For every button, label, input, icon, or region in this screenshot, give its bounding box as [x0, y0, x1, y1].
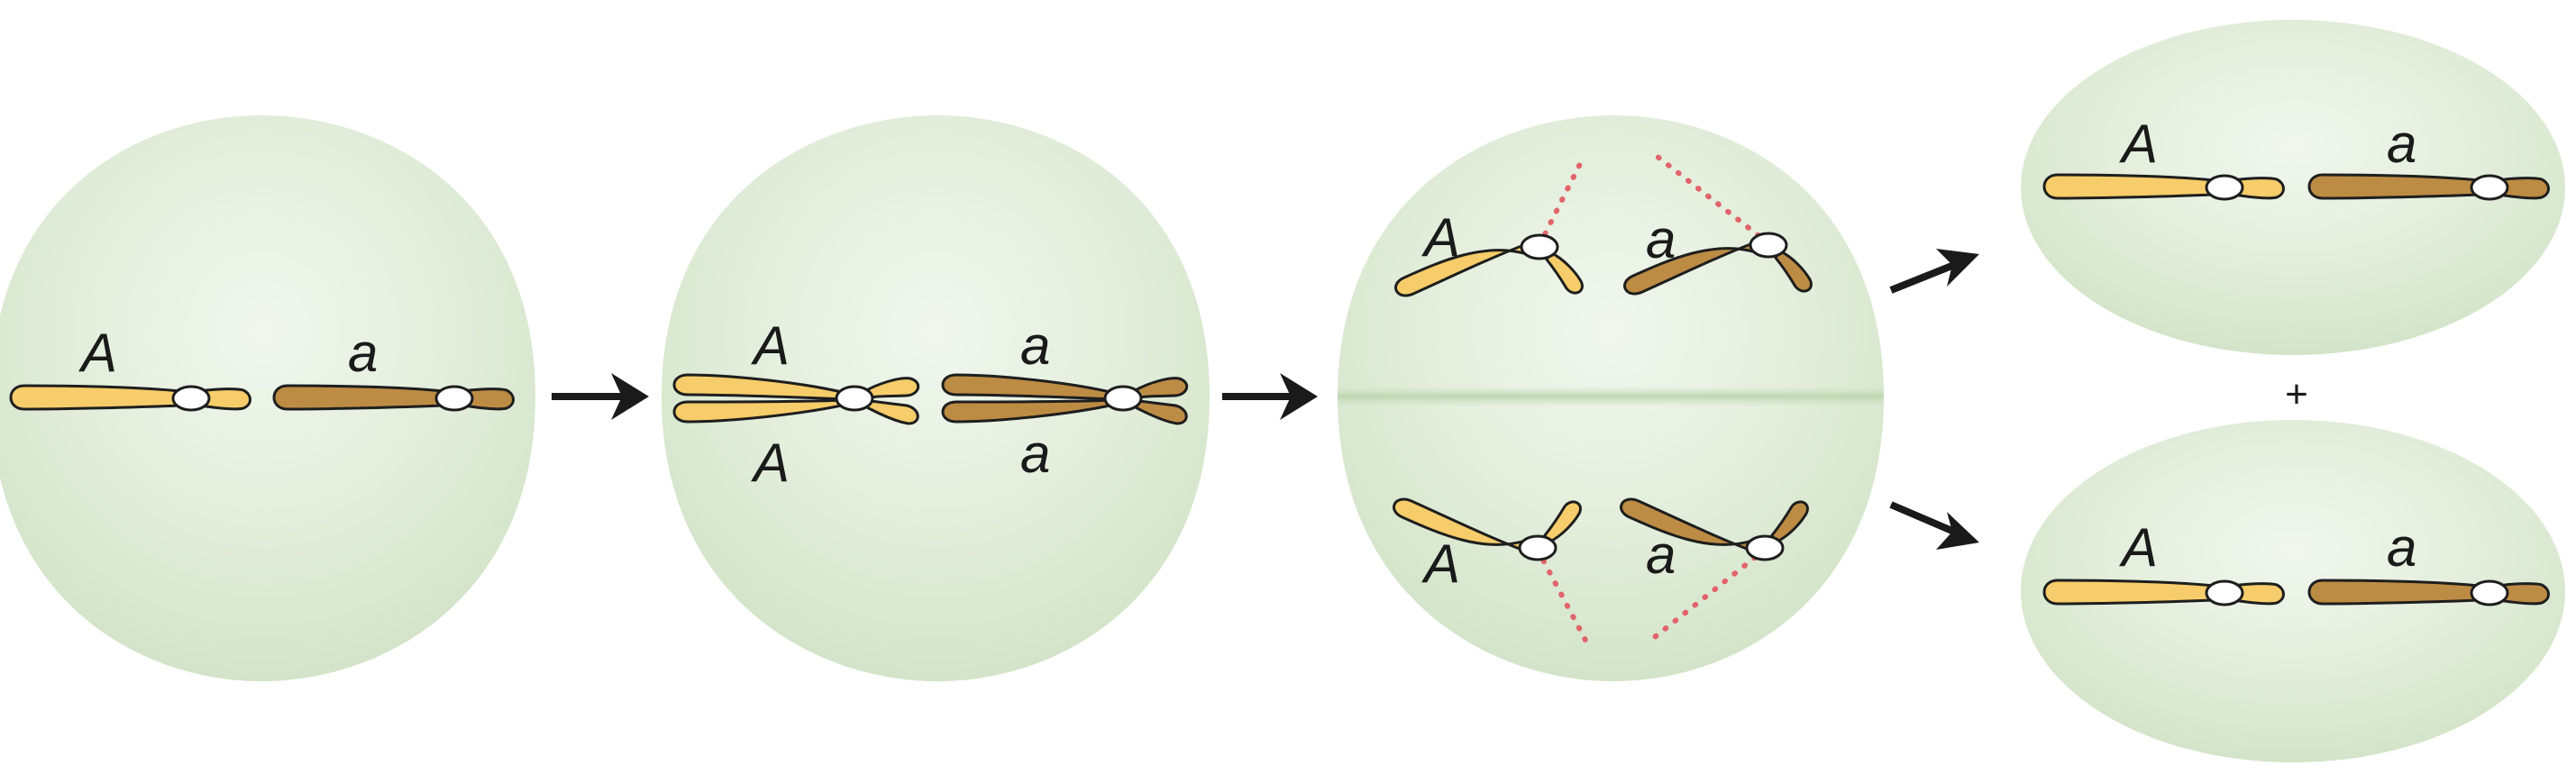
- spindle-fiber: [1650, 150, 1771, 246]
- arrow-icon: [1889, 249, 1979, 294]
- label-a: a: [2387, 517, 2416, 578]
- label-A: A: [2119, 114, 2158, 174]
- cell-body: [2021, 420, 2565, 762]
- cleavage-furrow: [1338, 386, 1884, 407]
- cell-stage-3: A a A a: [1338, 115, 1884, 681]
- chromosome-A: [2042, 173, 2285, 201]
- cell-stage-1: A a: [0, 115, 535, 681]
- arrow-icon: [552, 373, 649, 420]
- cell-body: [662, 115, 1210, 681]
- label-A-bottom: A: [1421, 533, 1460, 594]
- label-a-top: a: [1646, 209, 1676, 269]
- label-a-bottom: a: [1646, 524, 1676, 585]
- arrow-icon: [1889, 501, 1979, 550]
- chromosome-a: [2307, 173, 2550, 201]
- chromosome-a: [272, 384, 515, 412]
- spindle-fiber: [1537, 156, 1585, 248]
- label-A-top: A: [1421, 207, 1460, 268]
- daughter-cell-top: A a: [2021, 20, 2565, 355]
- cell-body: [0, 115, 535, 681]
- chromosome-a: [2307, 579, 2550, 606]
- label-A: A: [2119, 517, 2158, 578]
- label-A-bottom: A: [751, 433, 790, 493]
- label-a: a: [348, 323, 378, 383]
- cell-stage-2: A A a a: [662, 115, 1210, 681]
- spindle-fiber: [1535, 547, 1591, 648]
- arrow-icon: [1222, 373, 1318, 420]
- label-A-top: A: [751, 315, 790, 376]
- label-a-bottom: a: [1020, 424, 1050, 484]
- plus-sign: +: [2285, 372, 2308, 416]
- label-a-top: a: [1020, 315, 1050, 376]
- label-a: a: [2387, 114, 2416, 174]
- daughter-cell-bottom: A a: [2021, 420, 2565, 762]
- spindle-fiber: [1649, 547, 1768, 643]
- cell-body: [2021, 20, 2565, 355]
- chromosome-A: [2042, 579, 2285, 606]
- label-A: A: [78, 323, 117, 383]
- chromosome-A: [9, 384, 251, 412]
